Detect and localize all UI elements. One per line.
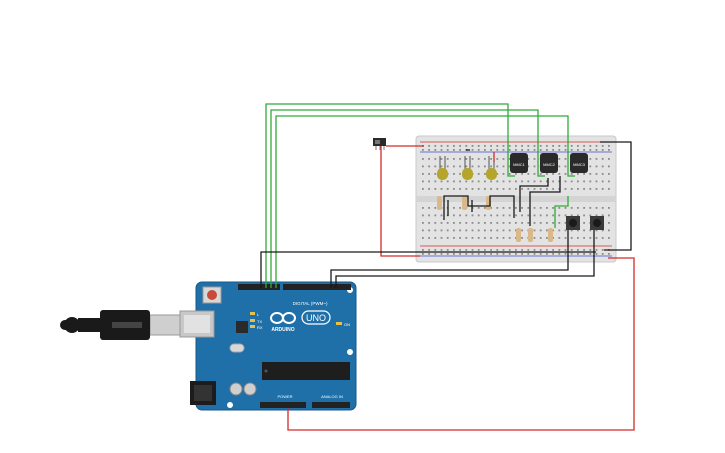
sensor-mmc3-label: MMC3 (573, 162, 586, 167)
on-led-label: ON (344, 322, 350, 327)
usb-cable (60, 310, 181, 340)
arduino-brand-label: ARDUINO (271, 327, 294, 333)
rx-led-label: RX (257, 325, 263, 330)
arduino-logo-icon (270, 312, 296, 324)
led-2[interactable] (462, 156, 473, 180)
l-led-label: L (257, 312, 260, 317)
digital-header-label: DIGITAL (PWM~) (293, 301, 328, 306)
sensor-mmc2[interactable]: MMC2 (540, 153, 558, 173)
push-button-1[interactable] (566, 216, 580, 230)
breadboard[interactable] (415, 135, 617, 263)
power-header[interactable] (260, 402, 306, 408)
wires-green (265, 103, 575, 288)
sensor-mmc1[interactable]: MMC1 (510, 153, 528, 173)
push-button-2[interactable] (590, 216, 604, 230)
wires-red (287, 145, 635, 431)
atmega-chip (262, 362, 350, 380)
sensor-mmc3[interactable]: MMC3 (570, 153, 588, 173)
power-header-label: POWER (277, 394, 292, 399)
sensor-mmc1-label: MMC1 (513, 162, 526, 167)
arduino-model-label: UNO (306, 313, 326, 323)
slide-switch[interactable] (373, 138, 386, 150)
digital-header[interactable] (238, 284, 351, 290)
usb-port (179, 310, 215, 338)
dc-power-jack (190, 381, 216, 405)
sensor-mmc2-label: MMC2 (543, 162, 556, 167)
analog-header-label: ANALOG IN (321, 394, 343, 399)
wires-black (260, 141, 632, 288)
tx-led-label: TX (257, 319, 262, 324)
analog-header[interactable] (312, 402, 350, 408)
led-1[interactable] (437, 156, 448, 180)
breadboard-holes (422, 145, 610, 255)
arduino-uno-board[interactable]: DIGITAL (PWM~) ARDUINO UNO L TX RX ON (179, 281, 357, 411)
reset-button[interactable] (202, 286, 222, 304)
